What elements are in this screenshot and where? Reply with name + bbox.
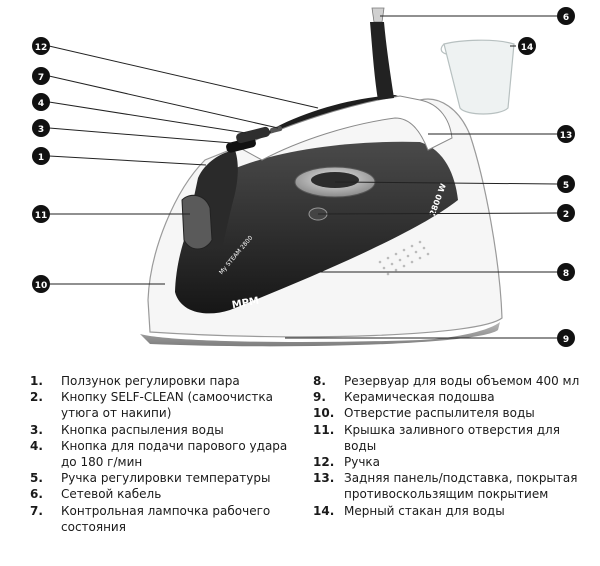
callout-7: 7 [32, 67, 50, 85]
dotted-grip-texture [378, 240, 430, 276]
legend-item-12: 12.Ручка [313, 455, 381, 470]
callout-3: 3 [32, 119, 50, 137]
water-tank-body [175, 141, 458, 314]
iron-handle-white [238, 95, 453, 161]
callout-10: 10 [32, 275, 50, 293]
svg-text:10: 10 [35, 281, 48, 291]
legend-left: 1.Ползунок регулировки пара 2.Кнопку SEL… [30, 373, 292, 535]
legend-item-7: 7.Контрольная лампочка рабочего состояни… [30, 503, 271, 534]
svg-text:8: 8 [563, 269, 569, 279]
svg-text:6: 6 [563, 13, 569, 23]
svg-text:4: 4 [38, 99, 44, 109]
svg-text:7: 7 [38, 73, 44, 83]
callout-6: 6 [557, 7, 575, 25]
steam-burst-button [236, 126, 270, 144]
water-fill-cap [181, 194, 213, 250]
legend-item-6: 6.Сетевой кабель [30, 487, 162, 502]
measuring-cup-spout [440, 43, 447, 55]
temperature-dial-knob [311, 172, 359, 188]
callout-lines [48, 15, 558, 339]
svg-text:5: 5 [563, 181, 569, 191]
legend-item-3: 3.Кнопка распыления воды [30, 422, 224, 437]
legend-item-1: 1.Ползунок регулировки пара [30, 374, 240, 388]
legend-item-5: 5.Ручка регулировки температуры [30, 471, 271, 486]
callout-12: 12 [32, 37, 50, 55]
callout-5: 5 [557, 175, 575, 193]
callout-9: 9 [557, 329, 575, 347]
callout-14: 14 [518, 37, 536, 55]
legend-item-2: 2.Кнопку SELF-CLEAN (самоочистка утюга о… [30, 390, 273, 421]
brand-logo: MPM [231, 296, 260, 312]
svg-text:9: 9 [563, 335, 569, 345]
callout-13: 13 [557, 125, 575, 143]
legend-item-11: 11.Крышка заливного отверстия для воды [313, 422, 560, 453]
svg-text:14: 14 [521, 43, 534, 53]
legend-item-10: 10.Отверстие распылителя воды [313, 406, 535, 421]
ceramic-soleplate [140, 322, 500, 347]
svg-text:11: 11 [35, 211, 48, 221]
power-cord [371, 7, 385, 23]
callout-2: 2 [557, 204, 575, 222]
legend-right: 8.Резервуар для воды объемом 400 мл 9.Ке… [313, 373, 583, 519]
legend-item-13: 13.Задняя панель/подставка, покрытая про… [313, 471, 578, 502]
legend-item-9: 9.Керамическая подошва [313, 390, 495, 405]
callouts: 12 7 4 3 1 11 10 6 14 13 5 2 8 9 [32, 7, 575, 347]
iron-diagram: MPM 2800 W My STEAM 2800 12 7 4 3 1 11 1… [32, 7, 575, 347]
indicator-lamp [270, 126, 283, 133]
callout-11: 11 [32, 205, 50, 223]
callout-8: 8 [557, 263, 575, 281]
cord-sleeve [370, 22, 394, 100]
svg-text:13: 13 [560, 131, 573, 141]
legend-item-4: 4.Кнопка для подачи парового удара до 18… [30, 438, 288, 470]
svg-text:3: 3 [38, 125, 44, 135]
svg-text:1: 1 [38, 153, 44, 163]
measuring-cup [443, 39, 515, 115]
svg-text:12: 12 [35, 43, 48, 53]
callout-4: 4 [32, 93, 50, 111]
callout-1: 1 [32, 147, 50, 165]
legend-item-14: 14.Мерный стакан для воды [313, 503, 505, 518]
legend-item-8: 8.Резервуар для воды объемом 400 мл [313, 374, 580, 388]
svg-text:2: 2 [563, 210, 569, 220]
